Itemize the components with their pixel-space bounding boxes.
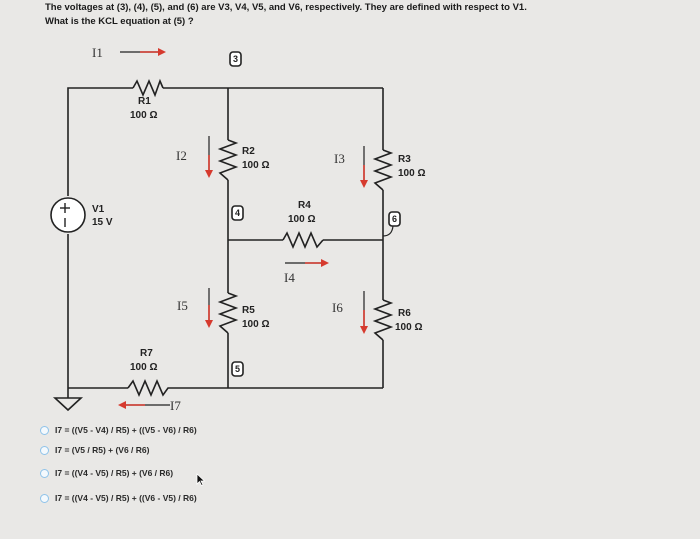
option-1-text: I7 = ((V5 - V4) / R5) + ((V5 - V6) / R6) [55,425,197,435]
ground-icon [52,397,84,412]
label-i1: I1 [92,45,103,60]
label-i6: I6 [332,300,343,315]
radio-option-3[interactable] [40,468,49,478]
node-4-label: 4 [235,208,240,218]
resistor-r7-zigzag [127,378,172,398]
radio-option-2[interactable] [40,445,49,455]
arrow-i2-head [205,170,213,178]
circuit-diagram: I1 I2 I3 I4 I5 I6 I7 3 4 5 6 R1 100 Ω R2… [50,45,425,413]
r5-name: R5 [242,305,255,316]
r3-name: R3 [398,154,411,165]
voltage-source-v1 [50,197,86,233]
label-i4: I4 [284,270,295,285]
r1-value: 100 Ω [130,110,157,121]
radio-option-1[interactable] [40,425,49,435]
resistor-r4-zigzag [282,230,324,250]
node-3-marker [229,51,242,67]
arrow-i6-head [360,326,368,334]
question-line-1: The voltages at (3), (4), (5), and (6) a… [45,2,527,13]
option-3[interactable]: I7 = ((V4 - V5) / R5) + (V6 / R6) [40,468,173,478]
arrow-i1-head [158,48,166,56]
r6-name: R6 [398,308,411,319]
option-2[interactable]: I7 = (V5 / R5) + (V6 / R6) [40,445,149,455]
question-line-2: What is the KCL equation at (5) ? [45,16,194,27]
label-i7: I7 [170,398,181,413]
node-6-label: 6 [392,214,397,224]
option-4-text: I7 = ((V4 - V5) / R5) + ((V6 - V5) / R6) [55,493,197,503]
arrow-i7-head [118,401,126,409]
resistor-r2-zigzag [217,139,239,181]
arrow-i3-head [360,180,368,188]
option-1[interactable]: I7 = ((V5 - V4) / R5) + ((V5 - V6) / R6) [40,425,197,435]
node-5-marker [231,361,244,377]
r2-name: R2 [242,146,255,157]
resistor-r1-zigzag [132,78,164,98]
resistor-r3-zigzag [372,149,394,191]
option-4[interactable]: I7 = ((V4 - V5) / R5) + ((V6 - V5) / R6) [40,493,197,503]
radio-option-4[interactable] [40,493,49,503]
r3-value: 100 Ω [398,168,425,179]
resistor-r6-zigzag [372,299,394,341]
option-2-text: I7 = (V5 / R5) + (V6 / R6) [55,445,150,455]
option-3-text: I7 = ((V4 - V5) / R5) + (V6 / R6) [55,468,174,478]
wire-top-left [67,87,133,196]
r5-value: 100 Ω [242,319,269,330]
label-i5: I5 [177,298,188,313]
r4-name: R4 [298,200,311,211]
node-6-marker [388,211,401,227]
cursor-arrow-icon [196,473,206,486]
resistor-r5-zigzag [217,292,239,334]
node-6-wire-curve [382,225,394,237]
r1-name: R1 [138,96,151,107]
label-i2: I2 [176,148,187,163]
r7-value: 100 Ω [130,362,157,373]
node-5-label: 5 [235,364,240,374]
node-3-label: 3 [233,54,238,64]
r2-value: 100 Ω [242,160,269,171]
arrow-i5-head [205,320,213,328]
label-i3: I3 [334,151,345,166]
v1-value: 15 V [92,217,113,228]
r4-value: 100 Ω [288,214,315,225]
arrow-i4-head [321,259,329,267]
v1-name: V1 [92,204,105,215]
node-4-marker [231,205,244,221]
r6-value: 100 Ω [395,322,422,333]
r7-name: R7 [140,348,153,359]
